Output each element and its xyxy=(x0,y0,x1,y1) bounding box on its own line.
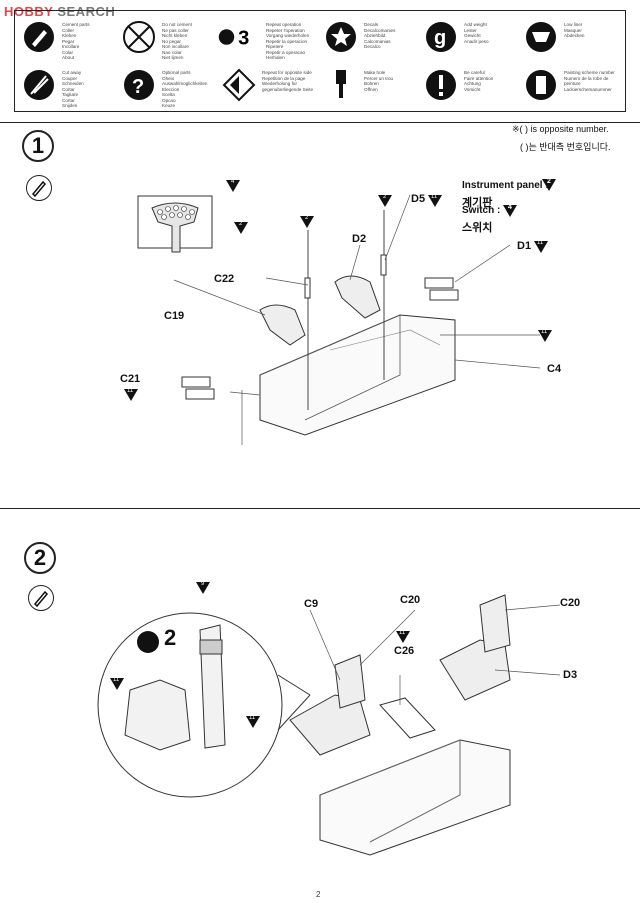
switch-label-ko: 스위치 xyxy=(462,222,493,234)
section-divider-middle xyxy=(0,508,640,509)
decals-icon xyxy=(326,22,356,52)
svg-text:3: 3 xyxy=(238,28,249,50)
part-label-c4: C4 xyxy=(547,363,562,375)
legend-do-not-cement: Do not cement Ne pas coller Nicht kleben… xyxy=(118,14,218,64)
part-label-c21: C21 xyxy=(120,373,141,385)
repeat-opposite-side-icon xyxy=(222,68,256,102)
paint-code-triangle xyxy=(378,195,392,207)
part-label-c20-right: C20 xyxy=(560,597,581,609)
paint-code-triangle xyxy=(246,716,260,728)
paint-code-label: 2 xyxy=(239,221,243,227)
paint-code-label: 11 xyxy=(399,630,406,636)
paint-code-label: 11 xyxy=(431,194,438,200)
legend-add-weight: g Add weight Lester Gewicht Anadir peso xyxy=(420,14,520,64)
part-label-c20-left: C20 xyxy=(400,594,421,606)
legend-low-liner: Low liner Masquer Abdecken xyxy=(520,14,620,64)
paint-code-triangle xyxy=(534,241,548,253)
legend-optional-parts: ? Optional parts Oheix Auswahlmoglichkei… xyxy=(118,62,218,112)
paint-code-label: 11 xyxy=(127,388,134,394)
paint-code-label: 11 xyxy=(541,329,548,335)
paint-marker-instrument xyxy=(542,179,556,191)
part-label-d1: D1 xyxy=(517,240,532,252)
section-divider-top xyxy=(0,122,640,123)
instrument-panel-label-ko: 계기판 xyxy=(462,197,493,209)
paint-code-triangle xyxy=(428,195,442,207)
paint-code-triangle xyxy=(300,216,314,228)
step-2-number: 2 xyxy=(24,542,56,574)
part-label-c9: C9 xyxy=(304,598,319,610)
paint-code-triangle xyxy=(196,582,210,594)
paint-code-label: 2 xyxy=(305,215,309,221)
svg-text:g: g xyxy=(434,27,446,49)
step-2-cement-icon xyxy=(28,585,54,611)
paint-code-triangle xyxy=(396,631,410,643)
painting-scheme-icon xyxy=(526,70,556,100)
paint-marker-instrument-label: 2 xyxy=(547,178,551,185)
legend-box xyxy=(14,10,626,112)
paint-code-triangle xyxy=(234,222,248,234)
part-label-c22: C22 xyxy=(214,273,235,285)
paint-code-triangle xyxy=(110,678,124,690)
legend-make-hole: Make hole Percer un trou Bohren Offnen xyxy=(320,62,420,112)
paint-code-triangle xyxy=(124,389,138,401)
paint-marker-switch-label: 4 xyxy=(508,204,512,211)
legend-cut-away: Cut away Couper Schneiden Cortar Tagliar… xyxy=(18,62,118,112)
paint-code-label: 11 xyxy=(113,677,120,683)
paint-code-label: 11 xyxy=(537,240,544,246)
part-label-c19: C19 xyxy=(164,310,185,322)
paint-code-label: 9 xyxy=(201,581,205,587)
add-weight-icon: g xyxy=(426,22,456,52)
opposite-number-note-ko: ( )는 반대측 번호입니다. xyxy=(520,142,611,152)
paint-code-triangle xyxy=(226,180,240,192)
paint-code-label: 2 xyxy=(383,194,387,200)
part-label-c26: C26 xyxy=(394,645,415,657)
step-2-inset-detail xyxy=(97,612,311,798)
do-not-cement-icon xyxy=(123,21,155,53)
switch-label: Switch : xyxy=(462,205,501,216)
legend-repeat-operation: 3 Repeat operation Repeter l'operation V… xyxy=(218,14,318,64)
legend-repeat-opposite: Repeat for opposite side Repetition de l… xyxy=(218,62,318,112)
legend-be-careful: Be careful Faire attention Achtung Vorsi… xyxy=(420,62,520,112)
opposite-number-note-en: ※( ) is opposite number. xyxy=(512,124,609,134)
part-label-d5: D5 xyxy=(411,193,426,205)
cement-parts-icon xyxy=(24,22,54,52)
step-1-cement-icon xyxy=(26,175,52,201)
step-1-cockpit-diagram xyxy=(137,194,541,445)
repeat-operation-icon: 3 xyxy=(218,28,249,50)
be-careful-icon xyxy=(426,70,456,100)
part-label-d3: D3 xyxy=(563,669,578,681)
cut-away-icon xyxy=(24,70,54,100)
legend-decals: Decals Decalcomanies Abziehbild Calcoman… xyxy=(320,14,420,64)
page-number: 2 xyxy=(316,890,321,899)
paint-code-label: 11 xyxy=(249,715,256,721)
hobby-search-logo: HOBBY SEARCH xyxy=(4,4,116,19)
step-1-number: 1 xyxy=(22,130,54,162)
part-label-d2: D2 xyxy=(352,233,367,245)
svg-text:?: ? xyxy=(132,76,144,98)
optional-parts-icon: ? xyxy=(124,70,154,100)
low-liner-icon xyxy=(526,22,556,52)
step-2-seat-assembly-diagram xyxy=(289,594,561,856)
paint-marker-switch xyxy=(503,205,517,217)
repeat-count: 2 xyxy=(164,625,177,650)
paint-code-label: 4 xyxy=(231,179,235,185)
legend-cement-parts: Cement parts Coller Kleben Pegar Incolla… xyxy=(18,14,118,64)
make-hole-icon xyxy=(336,70,346,98)
paint-code-triangle xyxy=(538,330,552,342)
instrument-panel-label: Instrument panel : xyxy=(462,180,549,191)
legend-painting-scheme: Painting scheme number Numero de la robe… xyxy=(520,62,620,112)
